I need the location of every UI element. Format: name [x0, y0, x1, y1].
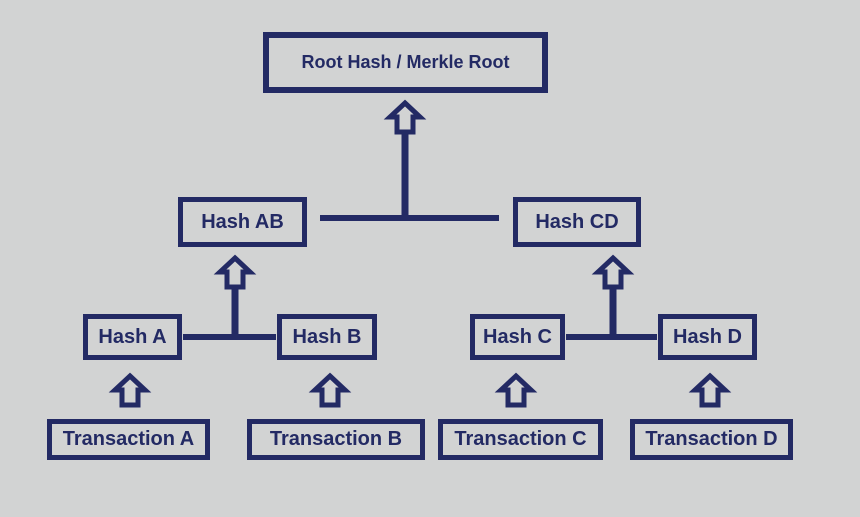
node-label: Hash AB [201, 210, 284, 233]
up-arrow-icon [591, 254, 635, 340]
node-transaction-b: Transaction B [247, 419, 425, 460]
node-label: Hash D [673, 325, 742, 348]
node-label: Hash A [98, 325, 167, 348]
up-arrow-icon [108, 372, 152, 408]
node-transaction-a: Transaction A [47, 419, 210, 460]
node-hash-d: Hash D [658, 314, 757, 360]
up-arrow-icon [688, 372, 732, 408]
node-hash-a: Hash A [83, 314, 182, 360]
up-arrow-icon [494, 372, 538, 408]
up-arrow-icon [308, 372, 352, 408]
node-label: Hash B [292, 325, 362, 348]
node-transaction-d: Transaction D [630, 419, 793, 460]
node-label: Hash C [483, 325, 552, 348]
node-hash-c: Hash C [470, 314, 565, 360]
node-transaction-c: Transaction C [438, 419, 603, 460]
node-label: Transaction D [645, 428, 778, 450]
node-label: Hash CD [535, 210, 619, 233]
node-label: Transaction B [269, 428, 403, 450]
node-hash-ab: Hash AB [178, 197, 307, 247]
node-hash-b: Hash B [277, 314, 377, 360]
node-hash-cd: Hash CD [513, 197, 641, 247]
up-arrow-icon [383, 99, 427, 221]
node-label: Root Hash / Merkle Root [301, 52, 510, 72]
node-label: Transaction C [454, 428, 587, 450]
up-arrow-icon [213, 254, 257, 340]
node-label: Transaction A [62, 428, 195, 450]
node-root-hash: Root Hash / Merkle Root [263, 32, 548, 93]
